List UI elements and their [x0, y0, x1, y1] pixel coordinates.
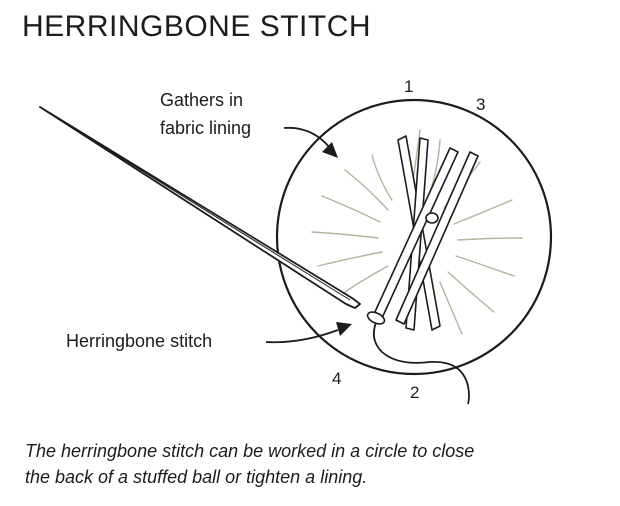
- herringbone-threads: [373, 135, 479, 331]
- caption-line-2: the back of a stuffed ball or tighten a …: [25, 467, 368, 487]
- gathers-label-line2: fabric lining: [160, 118, 251, 138]
- herringbone-arrow: [265, 322, 352, 344]
- caption-line-1: The herringbone stitch can be worked in …: [25, 441, 475, 461]
- trailing-thread: [372, 317, 470, 405]
- diagram-title: HERRINGBONE STITCH: [22, 10, 372, 43]
- point-number-2: 2: [410, 383, 419, 402]
- herringbone-label: Herringbone stitch: [66, 331, 212, 351]
- gathers-arrow: [283, 126, 338, 158]
- point-number-1: 1: [404, 77, 413, 96]
- caption: The herringbone stitch can be worked in …: [25, 438, 610, 490]
- needle: [39, 106, 361, 309]
- thread-loop: [425, 212, 439, 224]
- gathers-label-line1: Gathers in: [160, 90, 243, 110]
- point-number-4: 4: [332, 369, 341, 388]
- thread-knot: [366, 311, 386, 325]
- point-number-3: 3: [476, 95, 485, 114]
